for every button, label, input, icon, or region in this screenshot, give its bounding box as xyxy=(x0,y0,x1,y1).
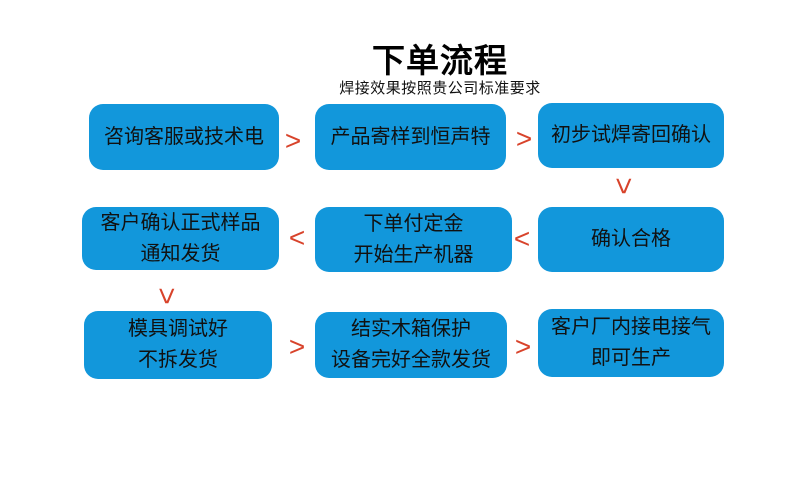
page-subtitle: 焊接效果按照贵公司标准要求 xyxy=(339,80,541,97)
arrow-right-1-icon: > xyxy=(284,125,302,156)
page-title: 下单流程 xyxy=(372,42,508,79)
flow-step-7-label-line2: 不拆发货 xyxy=(138,349,218,371)
flow-step-1-label: 咨询客服或技术电 xyxy=(104,125,264,148)
flow-step-3: 初步试焊寄回确认 xyxy=(538,103,724,168)
flow-step-6-label-line1: 客户确认正式样品 xyxy=(100,211,261,234)
flow-step-9-label-line2: 即可生产 xyxy=(591,347,671,369)
flow-step-7-label-line1: 模具调试好 xyxy=(128,318,228,340)
flow-step-5: 下单付定金 开始生产机器 xyxy=(315,207,512,272)
arrow-down-2-icon: > xyxy=(150,287,183,305)
flow-step-5-label-line1: 下单付定金 xyxy=(363,212,464,235)
flow-step-6: 客户确认正式样品 通知发货 xyxy=(82,207,279,270)
flow-step-8: 结实木箱保护 设备完好全款发货 xyxy=(315,312,507,378)
arrow-left-2-icon: < xyxy=(288,222,306,253)
arrow-right-3-icon: > xyxy=(288,331,306,362)
flow-step-1: 咨询客服或技术电 xyxy=(89,104,279,170)
flow-step-2: 产品寄样到恒声特 xyxy=(315,104,506,170)
arrow-left-1-icon: < xyxy=(513,223,531,254)
flow-step-6-label-line2: 通知发货 xyxy=(140,242,221,265)
flow-step-7: 模具调试好 不拆发货 xyxy=(84,311,272,379)
flow-step-5-label-line2: 开始生产机器 xyxy=(353,243,474,266)
flow-step-9-label-line1: 客户厂内接电接气 xyxy=(551,316,711,338)
flow-step-3-label: 初步试焊寄回确认 xyxy=(551,124,711,146)
flow-step-4: 确认合格 xyxy=(538,207,724,272)
arrow-down-1-icon: > xyxy=(607,177,640,195)
flow-step-8-label-line2: 设备完好全款发货 xyxy=(331,349,491,371)
arrow-right-2-icon: > xyxy=(515,123,533,154)
flow-step-2-label: 产品寄样到恒声特 xyxy=(330,125,491,148)
flow-step-4-label: 确认合格 xyxy=(591,228,671,250)
flow-step-9: 客户厂内接电接气 即可生产 xyxy=(538,309,724,377)
arrow-right-4-icon: > xyxy=(514,331,532,362)
flow-step-8-label-line1: 结实木箱保护 xyxy=(351,318,471,340)
